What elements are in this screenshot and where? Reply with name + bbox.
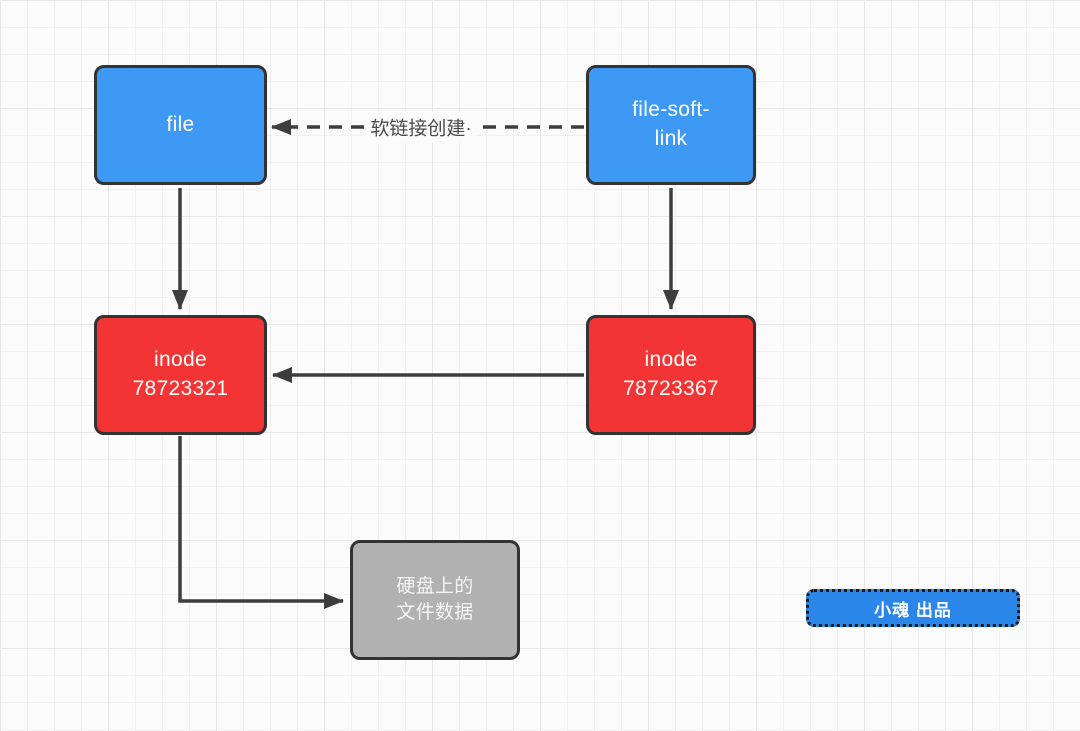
node-file-soft-link-label-line1: file-soft-: [632, 98, 710, 122]
node-file-label: file: [166, 112, 195, 136]
node-file-soft-link: file-soft- link: [586, 65, 756, 185]
node-inode-right-label-line1: inode: [644, 348, 698, 372]
node-inode-left-label-line2: 78723321: [132, 377, 229, 400]
node-inode-78723367: inode 78723367: [586, 315, 756, 435]
node-disk-data-label-line2: 文件数据: [396, 602, 474, 623]
node-inode-left-label-line1: inode: [154, 348, 207, 372]
node-inode-78723321: inode 78723321: [94, 315, 267, 435]
node-disk-file-data: 硬盘上的 文件数据: [350, 540, 520, 660]
node-file: file: [94, 65, 267, 185]
watermark-badge: 小魂 出品: [806, 589, 1020, 627]
node-inode-right-label-line2: 78723367: [623, 377, 719, 400]
edge-inode-to-disk-arrow: [178, 436, 344, 609]
node-disk-data-label-line1: 硬盘上的: [396, 575, 474, 597]
node-file-soft-link-label-line2: link: [654, 127, 688, 150]
edge-label-softlink-create: 软链接创建·: [364, 111, 478, 143]
